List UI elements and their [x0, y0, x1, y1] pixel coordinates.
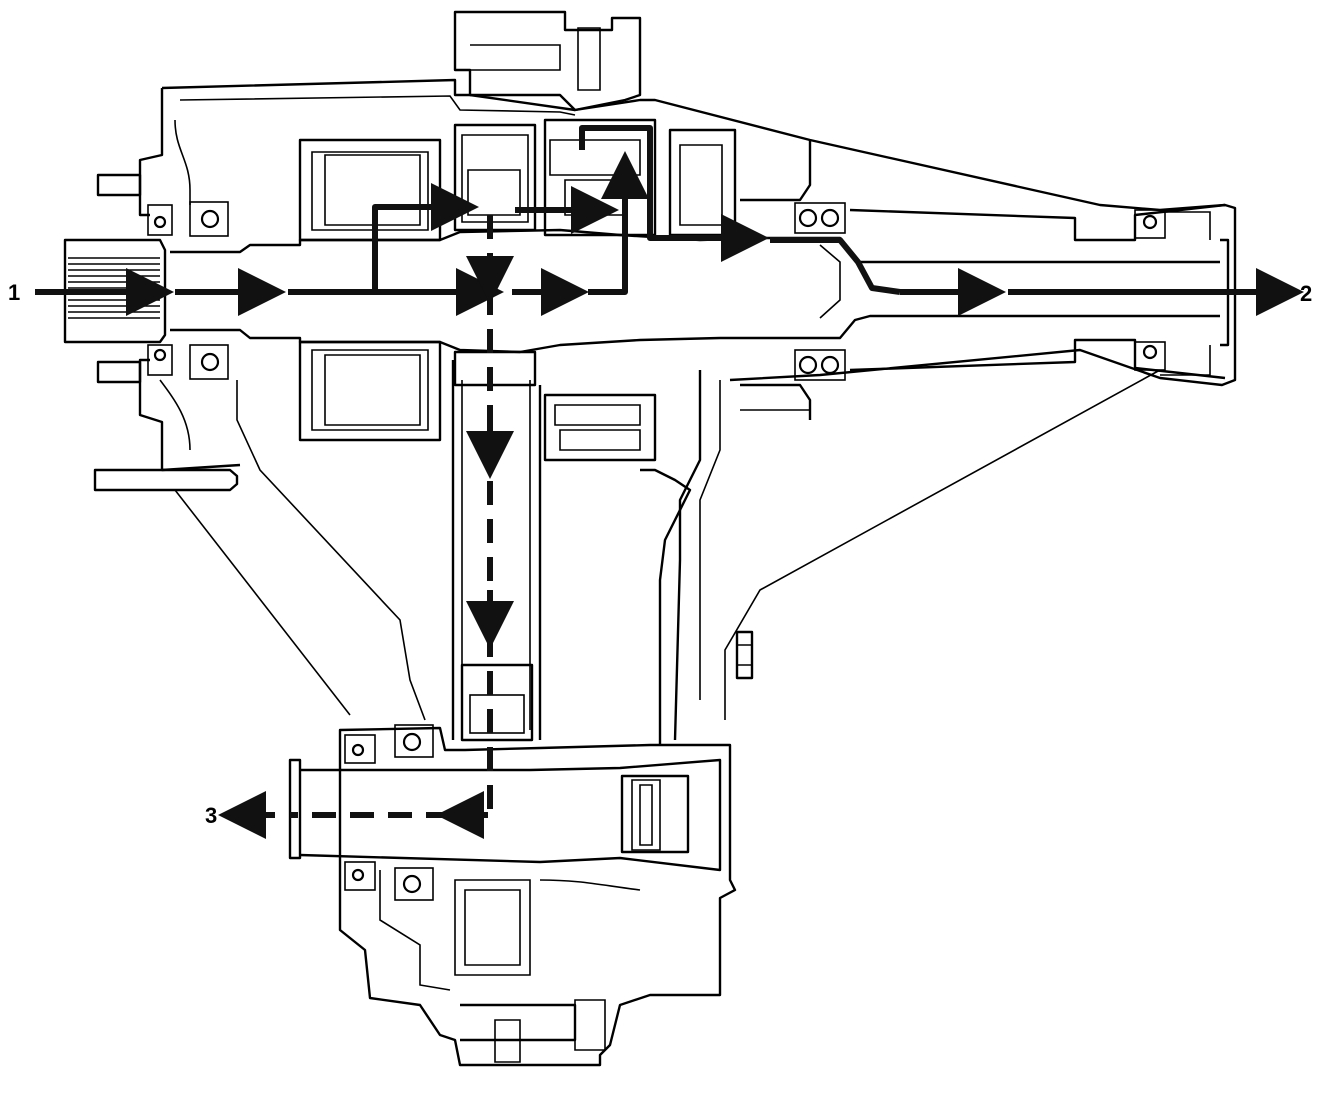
input-spline: [68, 257, 160, 319]
bearing-rear-lower: [794, 349, 846, 381]
seal-rear-upper: [1134, 209, 1166, 239]
callout-3: 3: [205, 803, 217, 828]
power-flow-paths: [35, 125, 1304, 839]
flow-over-clutch: [579, 125, 769, 262]
flow-up-to-clutch: [588, 151, 649, 295]
bearing-rear-upper: [794, 202, 846, 234]
callout-1: 1: [8, 280, 20, 305]
bearing-front-output-upper: [344, 724, 434, 764]
bearings: [147, 201, 1166, 901]
flow-to-upper-gear: [372, 183, 479, 290]
chain-sprocket-lower: [460, 663, 534, 742]
flow-rear-shaft: [770, 237, 901, 295]
housing-outline: [63, 10, 1237, 1067]
bearing-front-output-lower: [344, 861, 434, 901]
bearing-front-lower: [147, 344, 229, 380]
bearing-front-upper: [147, 201, 229, 237]
seal-rear-lower: [1134, 341, 1166, 371]
callout-2: 2: [1300, 281, 1312, 306]
